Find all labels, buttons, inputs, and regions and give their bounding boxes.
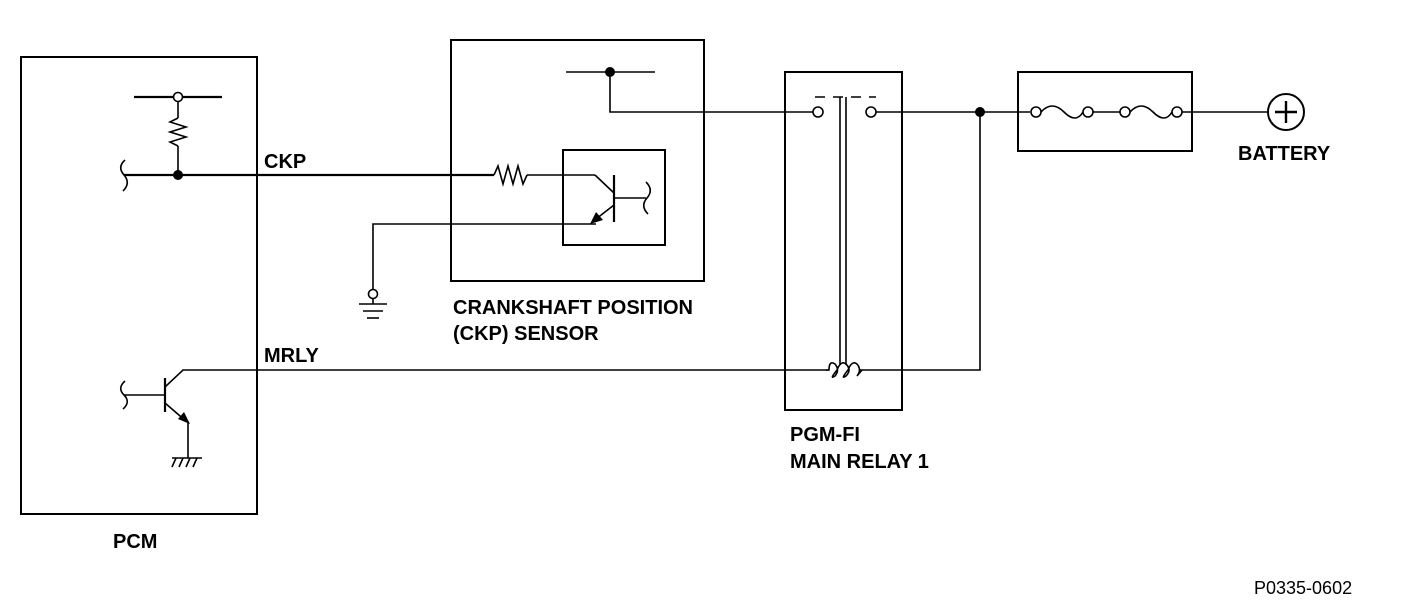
figure-id: P0335-0602	[1254, 578, 1352, 598]
relay-contact-left	[812, 106, 824, 118]
main-relay-label-line2: MAIN RELAY 1	[790, 451, 929, 473]
pcm-junction-dot	[173, 170, 183, 180]
ckp-resistor-icon	[493, 163, 528, 187]
main-relay	[257, 71, 1030, 411]
ckp-ground-wire	[372, 223, 596, 290]
battery-junction-dot	[975, 107, 985, 117]
ckp-sensor-label-line2: (CKP) SENSOR	[453, 323, 599, 345]
pcm-pullup-resistor-icon	[167, 117, 189, 147]
relay-coil-feed-wire	[860, 112, 981, 371]
ckp-ground-terminal	[367, 288, 379, 300]
fuse-box	[1017, 71, 1268, 152]
pcm-module	[20, 56, 258, 515]
ckp-power-wire	[609, 72, 814, 113]
relay-contact-right	[865, 106, 877, 118]
relay-coil-icon	[826, 362, 863, 378]
main-relay-box	[784, 71, 903, 411]
pcm-terminal	[172, 91, 184, 103]
battery-label: BATTERY	[1238, 143, 1331, 165]
ckp-sensor-inner-box	[562, 149, 666, 246]
fuse-2-icon	[1129, 105, 1173, 119]
pcm-transistor-emitter-arrow	[178, 412, 190, 424]
ckp-transistor-emitter-arrow	[590, 212, 603, 224]
battery-terminal-icon	[1267, 93, 1305, 131]
ckp-signal-label: CKP	[264, 151, 306, 173]
main-relay-label-line1: PGM-FI	[790, 424, 860, 446]
ckp-transistor-break-icon	[642, 181, 652, 215]
ckp-sensor-box	[450, 39, 705, 282]
fuse-1-icon	[1040, 105, 1084, 119]
ckp-sensor-label-line1: CRANKSHAFT POSITION	[453, 297, 693, 319]
pcm-label: PCM	[113, 531, 157, 553]
mrly-signal-label: MRLY	[264, 345, 319, 367]
pcm-box	[20, 56, 258, 515]
ckp-sensor	[257, 39, 814, 319]
